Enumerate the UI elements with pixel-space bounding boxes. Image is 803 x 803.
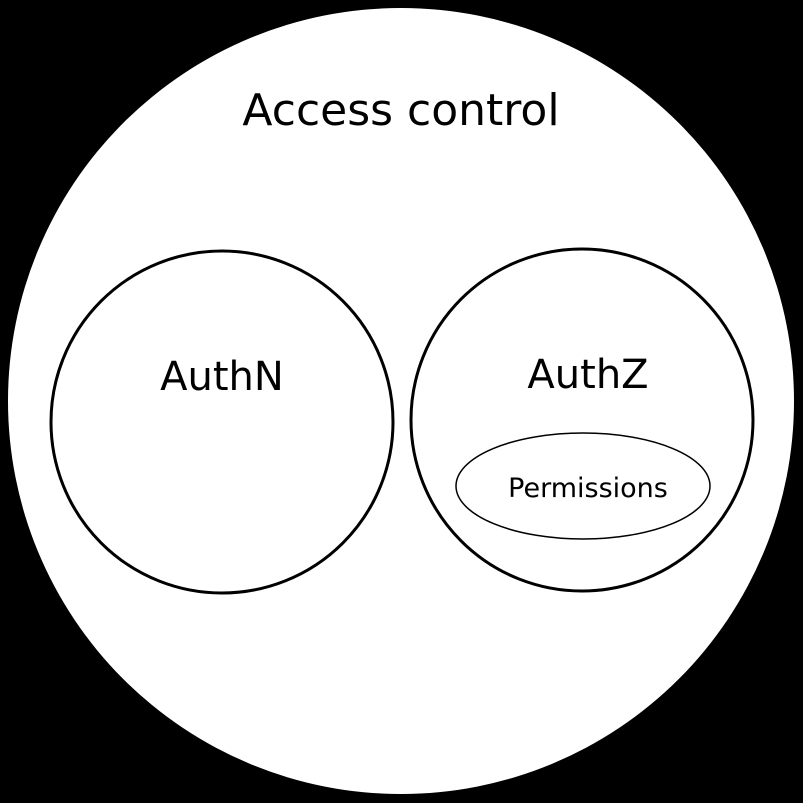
access-control-circle: [8, 8, 794, 794]
authn-label: AuthN: [160, 354, 284, 400]
authn-circle: [49, 249, 395, 595]
authz-label: AuthZ: [527, 352, 648, 398]
permissions-label: Permissions: [508, 473, 668, 504]
permissions-ellipse: [455, 432, 711, 540]
access-control-label: Access control: [242, 85, 559, 136]
